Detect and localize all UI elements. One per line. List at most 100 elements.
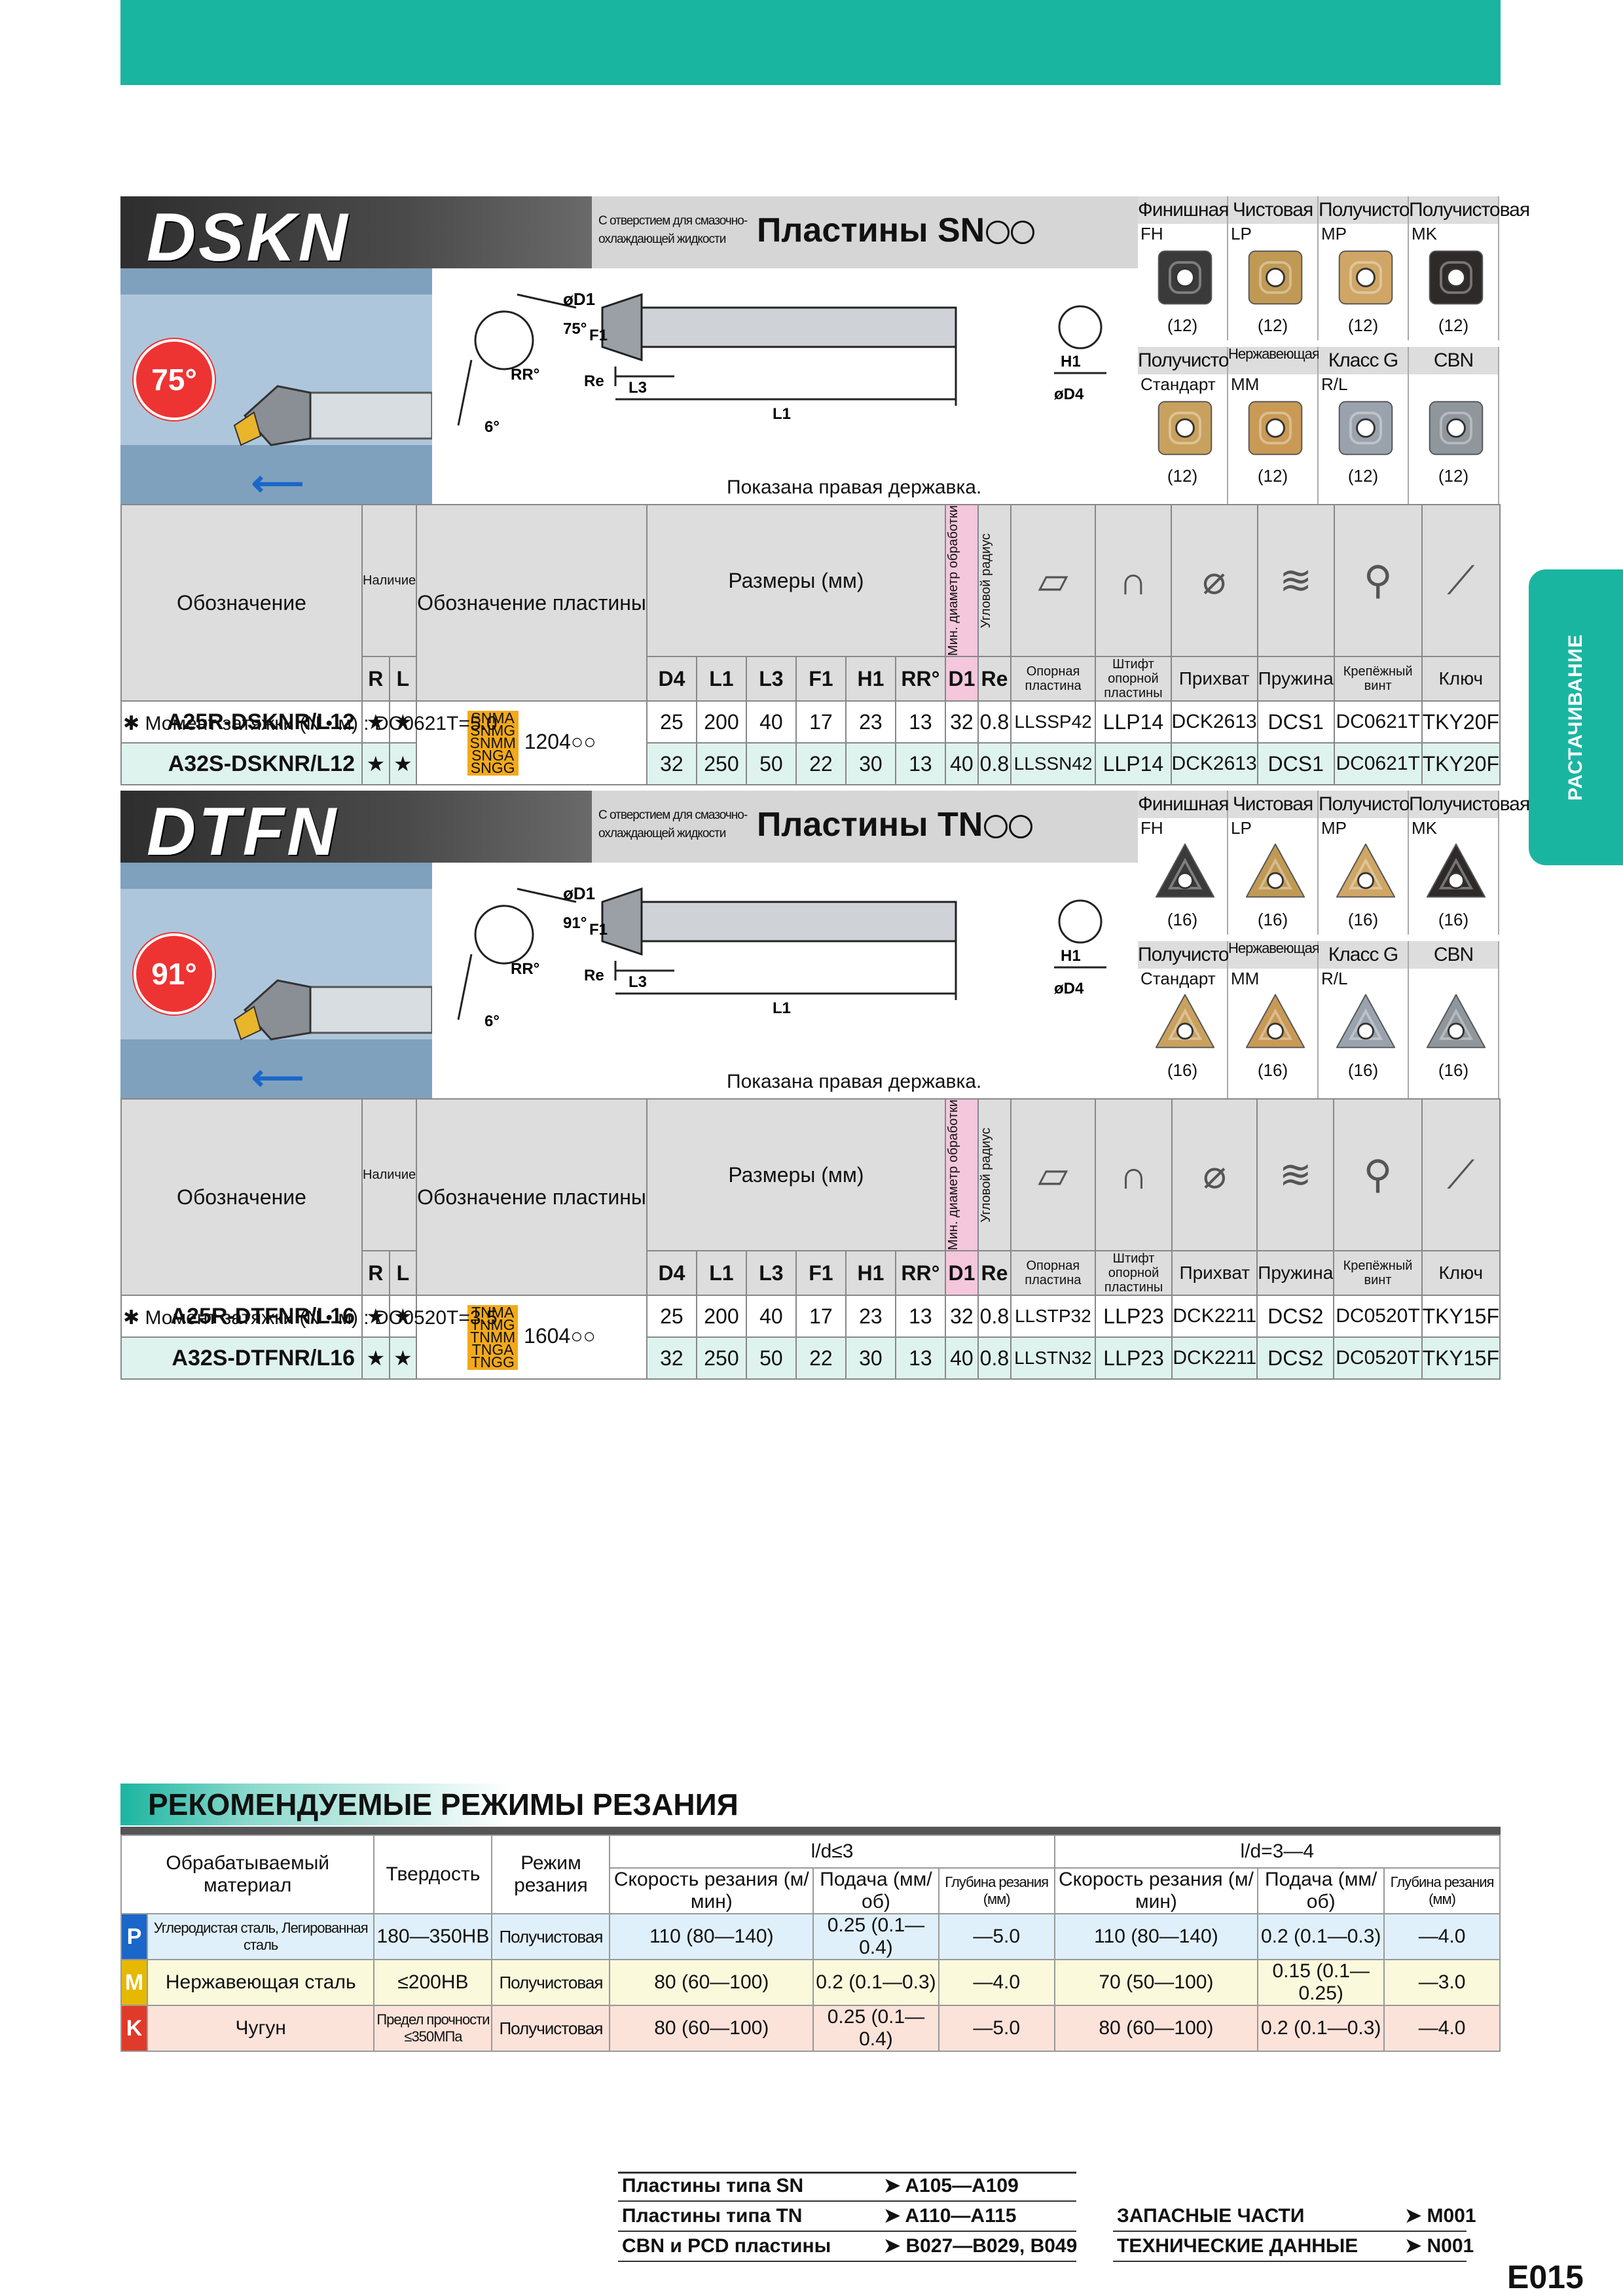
side-tab[interactable]: РАСТАЧИВАНИЕ [1529,569,1623,865]
col-min-diam: Мин. диаметр обработки [944,503,979,658]
footer-link[interactable]: CBN и PCD пластины➤ B027—B029, B049 [622,2235,1078,2257]
spec-table: Обозначение Наличие Обозначение пластины… [120,1098,1501,1380]
dim-d4: øD4 [1054,980,1084,997]
insert-tile[interactable]: Получистовая MK (16) [1409,791,1530,935]
footer-link[interactable]: ТЕХНИЧЕСКИЕ ДАННЫЕ➤ N001 [1117,2235,1474,2257]
col-head: R [361,656,390,702]
insert-tile[interactable]: CBN (12) [1409,347,1499,504]
part-head: Штифт опорной пластины [1094,1250,1173,1297]
cell-l1: 200 [695,1295,747,1338]
col-head: H1 [845,1250,896,1297]
insert-tile[interactable]: Получистовая MK (12) [1409,196,1530,340]
part-icon: ⌀ [1170,503,1258,658]
cell-key: TKY20F [1421,742,1501,786]
holder-code: DTFN [147,794,339,870]
cutting-conditions: РЕКОМЕНДУЕМЫЕ РЕЖИМЫ РЕЗАНИЯ Обрабатывае… [120,1784,1501,2052]
speed: 110 (80—140) [609,1913,814,1960]
part-head: Штифт опорной пластины [1095,656,1172,702]
holder-designation: A32S-DSKNR/L12 [120,742,363,786]
cell-l3: 50 [745,742,797,786]
part-icon: ⟋ [1421,503,1501,658]
insert-grid: Финишная FH (12) Чистовая LP (12) Получи… [1138,196,1530,504]
insert-tile[interactable]: Получистовая Стандарт (16) [1138,941,1259,1098]
cutting-table: Обрабатываемый материал Твердость Режим … [120,1835,1501,2052]
cc-mode-head: Режим резания [491,1835,611,1914]
part-icon: ⚲ [1333,1098,1423,1252]
speed: 80 (60—100) [609,1959,814,2006]
feed: 0.2 (0.1—0.3) [812,1959,939,2006]
footer-link[interactable]: Пластины типа SN➤ A105—A109 [622,2175,1019,2197]
tool-photo: 91° ⟵ [120,863,432,1098]
part-head: Опорная пластина [1010,656,1097,702]
cell-f1: 22 [795,1336,847,1380]
col-head: RR° [894,656,946,702]
depth: —4.0 [1383,1913,1501,1960]
cell-re: 0.8 [977,1336,1012,1380]
approach-angle-badge: 91° [134,933,215,1014]
feed-arrow-icon: ⟵ [251,462,304,503]
insert-qty: (16) [1438,1060,1469,1080]
dim-l3: L3 [629,973,647,991]
insert-tile[interactable]: Класс G R/L (12) [1319,347,1409,504]
cell-rr: 13 [894,742,946,786]
insert-tile[interactable]: Нержавеющая сталь MM (12) [1228,347,1357,504]
part-icon: ⟋ [1421,1098,1501,1252]
avail-l: ★ [388,1336,418,1380]
part-head: Прихват [1171,1250,1258,1297]
insert-tile[interactable]: Получистовая MP (16) [1319,791,1440,935]
dim-f1: F1 [589,327,608,344]
insert-tile[interactable]: Класс G R/L (16) [1319,941,1409,1098]
insert-tile[interactable]: Чистовая LP (12) [1228,196,1319,340]
insert-code: R/L [1321,969,1348,988]
insert-grade-head: CBN [1409,347,1498,374]
feed: 0.15 (0.1—0.25) [1257,1959,1385,2006]
insert-tile[interactable]: Получистовая MP (12) [1319,196,1440,340]
part-icon: ⚲ [1333,503,1423,658]
cc-group2-head: l/d=3—4 [1053,1835,1501,1869]
col-corner: Угловой радиус [977,503,1012,658]
footer-link[interactable]: ЗАПАСНЫЕ ЧАСТИ➤ M001 [1117,2205,1476,2227]
insert-size: 1204 [524,729,571,753]
insert-code: FH [1140,818,1163,838]
insert-tile[interactable]: Получистовая Стандарт (12) [1138,347,1259,504]
cell-d1: 32 [944,1295,979,1338]
avail-l: ★ [388,742,418,786]
feed: 0.2 (0.1—0.3) [1257,1913,1385,1960]
holder-code: DSKN [147,200,350,276]
insert-qty: (12) [1257,315,1288,335]
insert-size: 1604 [524,1323,571,1348]
part-head: Прихват [1170,656,1258,702]
table-row: M Нержавеющая сталь ≤200HB Получистовая … [120,1959,1501,2006]
cell-pin: LLP14 [1095,700,1172,744]
col-dimensions: Размеры (мм) [646,1098,946,1252]
spec-table: Обозначение Наличие Обозначение пластины… [120,503,1501,786]
cell-clamp: DCK2211 [1171,1295,1258,1338]
footer-link[interactable]: Пластины типа TN➤ A110—A115 [622,2205,1017,2227]
holder-designation: A25R-DTFNR/L16 [120,1295,363,1338]
cell-l3: 50 [745,1336,797,1380]
cell-screw: DC0621T [1333,700,1423,744]
cell-key: TKY15F [1421,1295,1501,1338]
insert-qty: (16) [1257,910,1288,929]
avail-r: ★ [361,1295,390,1338]
insert-code: MM [1231,969,1260,988]
speed: 80 (60—100) [609,2005,814,2052]
holder-header: DSKN [120,196,592,276]
insert-tile[interactable]: CBN (16) [1409,941,1499,1098]
hardness: 180—350HB [373,1913,493,1960]
insert-tile[interactable]: Чистовая LP (16) [1228,791,1319,935]
cc-feed-head: Подача (мм/об) [1257,1867,1385,1914]
dimension-drawing: øD1 75° RR° F1 Re L3 L1 H1 øD4 6° [457,289,1106,436]
depth: —3.0 [1383,1959,1501,2006]
col-availability: Наличие [361,1098,418,1252]
speed: 70 (50—100) [1053,1959,1259,2006]
insert-tile[interactable]: Финишная FH (16) [1138,791,1229,935]
insert-tile[interactable]: Финишная FH (12) [1138,196,1229,340]
cc-group1-head: l/d≤3 [609,1835,1055,1869]
table-row: P Углеродистая сталь, Легированная сталь… [120,1913,1501,1960]
insert-tile[interactable]: Нержавеющая сталь MM (16) [1228,941,1357,1098]
col-insert-designation: Обозначение пластины [416,1098,647,1297]
cutting-title: РЕКОМЕНДУЕМЫЕ РЕЖИМЫ РЕЗАНИЯ [120,1784,1501,1825]
